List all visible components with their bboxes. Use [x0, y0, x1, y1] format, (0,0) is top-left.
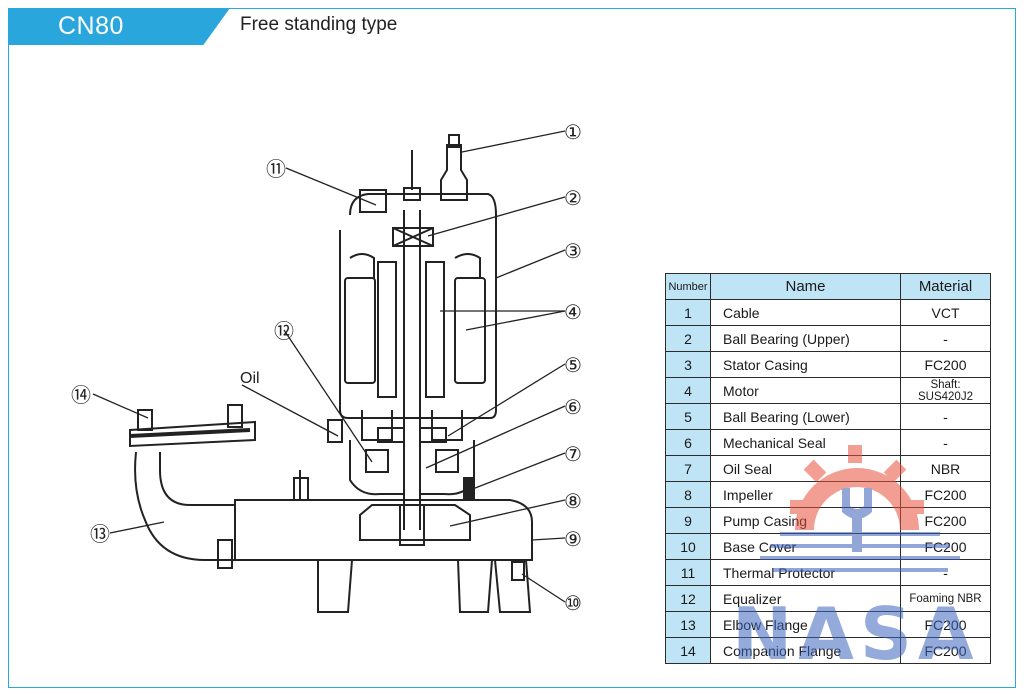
row-number: 6 — [665, 429, 711, 456]
model-title: CN80 — [58, 12, 124, 40]
callout-2: ② — [564, 186, 582, 210]
row-name: Thermal Protector — [710, 559, 901, 586]
callout-4: ④ — [564, 300, 582, 324]
row-number: 10 — [665, 533, 711, 560]
row-name: Stator Casing — [710, 351, 901, 378]
row-name: Cable — [710, 299, 901, 326]
table-header-row: Number Name Material — [665, 273, 991, 300]
row-material: - — [900, 559, 991, 586]
watermark-text: NASA — [732, 592, 980, 676]
row-number: 11 — [665, 559, 711, 586]
row-material: Shaft: SUS420J2 — [900, 377, 991, 404]
callout-1: ① — [564, 120, 582, 144]
row-number: 4 — [665, 377, 711, 404]
top-cover — [349, 193, 497, 275]
row-number: 7 — [665, 455, 711, 482]
row-number: 14 — [665, 637, 711, 664]
row-name: Ball Bearing (Lower) — [710, 403, 901, 430]
row-material: - — [900, 403, 991, 430]
row-name: Ball Bearing (Upper) — [710, 325, 901, 352]
stator-casing — [339, 230, 497, 419]
row-material: - — [900, 429, 991, 456]
callout-7: ⑦ — [564, 442, 582, 466]
header-name: Name — [710, 273, 901, 300]
callout-8: ⑧ — [564, 489, 582, 513]
row-name: Impeller — [710, 481, 901, 508]
oil-label: Oil — [240, 370, 260, 387]
row-material: FC200 — [900, 481, 991, 508]
row-name: Mechanical Seal — [710, 429, 901, 456]
page-subtitle: Free standing type — [240, 14, 398, 35]
row-number: 3 — [665, 351, 711, 378]
row-number: 13 — [665, 611, 711, 638]
row-name: Oil Seal — [710, 455, 901, 482]
row-material: VCT — [900, 299, 991, 326]
row-name: Companion Flange — [710, 637, 901, 664]
row-number: 12 — [665, 585, 711, 612]
row-number: 9 — [665, 507, 711, 534]
callout-markers: ① ② ③ ④ ⑤ ⑥ ⑦ ⑧ ⑨ ⑩ ⑪ ⑫ ⑬ ⑭ — [71, 120, 582, 615]
header-tab — [8, 8, 230, 45]
callout-3: ③ — [564, 239, 582, 263]
row-number: 5 — [665, 403, 711, 430]
row-name: Pump Casing — [710, 507, 901, 534]
page-frame — [8, 8, 1016, 688]
row-material: Foaming NBR — [900, 585, 991, 612]
row-number: 8 — [665, 481, 711, 508]
row-material: FC200 — [900, 533, 991, 560]
header-material: Material — [900, 273, 991, 300]
row-material: FC200 — [900, 507, 991, 534]
row-material: FC200 — [900, 637, 991, 664]
cable-gland — [440, 144, 468, 201]
row-number: 1 — [665, 299, 711, 326]
row-material: - — [900, 325, 991, 352]
row-name: Motor — [710, 377, 901, 404]
callout-13: ⑬ — [90, 522, 110, 546]
row-number: 2 — [665, 325, 711, 352]
pump-casing — [234, 499, 533, 561]
row-material: FC200 — [900, 351, 991, 378]
callout-9: ⑨ — [564, 527, 582, 551]
row-material: NBR — [900, 455, 991, 482]
callout-11: ⑪ — [266, 157, 286, 181]
row-name: Base Cover — [710, 533, 901, 560]
callout-5: ⑤ — [564, 353, 582, 377]
header-number: Number — [665, 273, 711, 300]
callout-10: ⑩ — [564, 591, 582, 615]
callout-12: ⑫ — [274, 319, 294, 343]
callout-14: ⑭ — [71, 383, 91, 407]
callout-6: ⑥ — [564, 395, 582, 419]
